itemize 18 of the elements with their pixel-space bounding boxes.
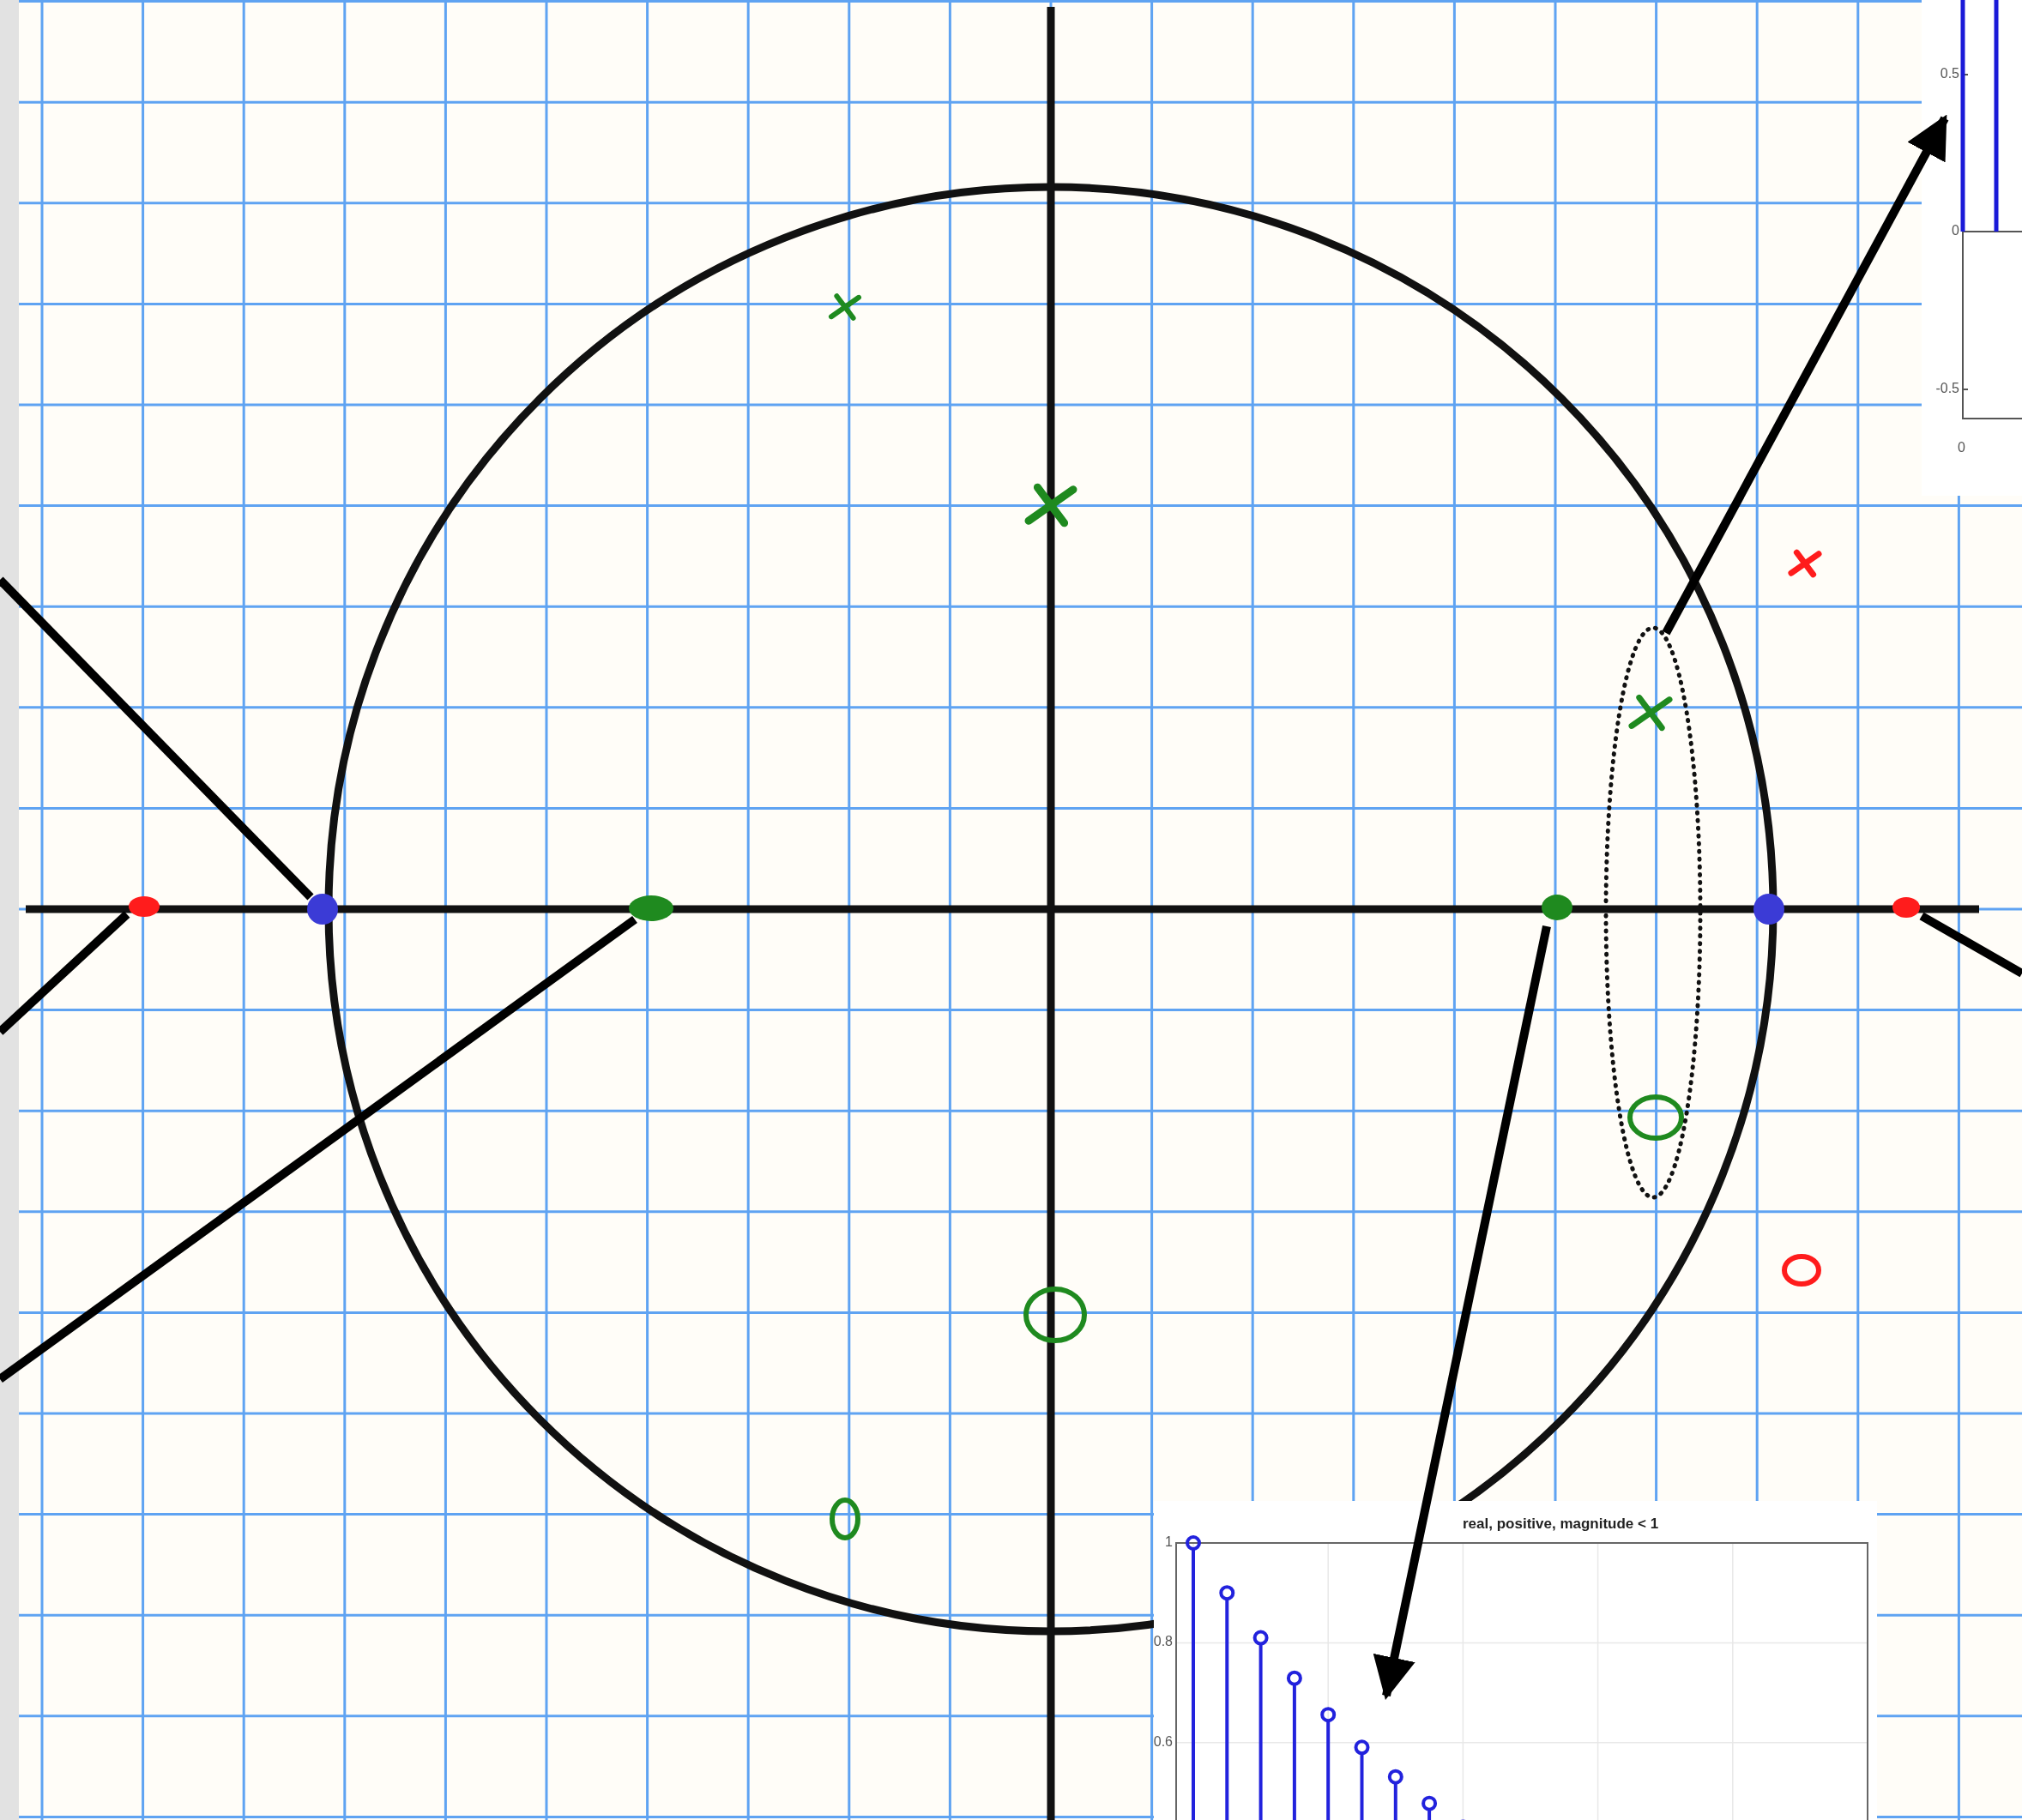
axis-tick-label: -0.5	[1935, 382, 1959, 395]
point-dot	[1892, 897, 1920, 918]
axis-tick-label: 0.8	[1154, 1635, 1173, 1649]
axis-tick-label: 1	[1165, 1535, 1173, 1549]
point-dot	[629, 895, 673, 921]
arrow	[1662, 114, 1949, 636]
chart-title: real, positive, magnitude < 1	[1463, 1516, 1659, 1531]
axis-tick-label: 0.5	[1940, 67, 1959, 81]
axis-tick-label: 0.6	[1154, 1734, 1173, 1749]
chart-inset	[1922, 0, 2022, 496]
point-dot	[129, 896, 160, 917]
arrow	[1373, 925, 1551, 1700]
point-dot	[1542, 895, 1572, 920]
point-dot	[307, 894, 338, 925]
axis-tick-label: 0	[1952, 224, 1959, 238]
dotted-ellipse	[1603, 624, 1704, 1201]
point-dot	[1753, 894, 1784, 925]
axis-tick-label: 0	[1958, 441, 1965, 455]
